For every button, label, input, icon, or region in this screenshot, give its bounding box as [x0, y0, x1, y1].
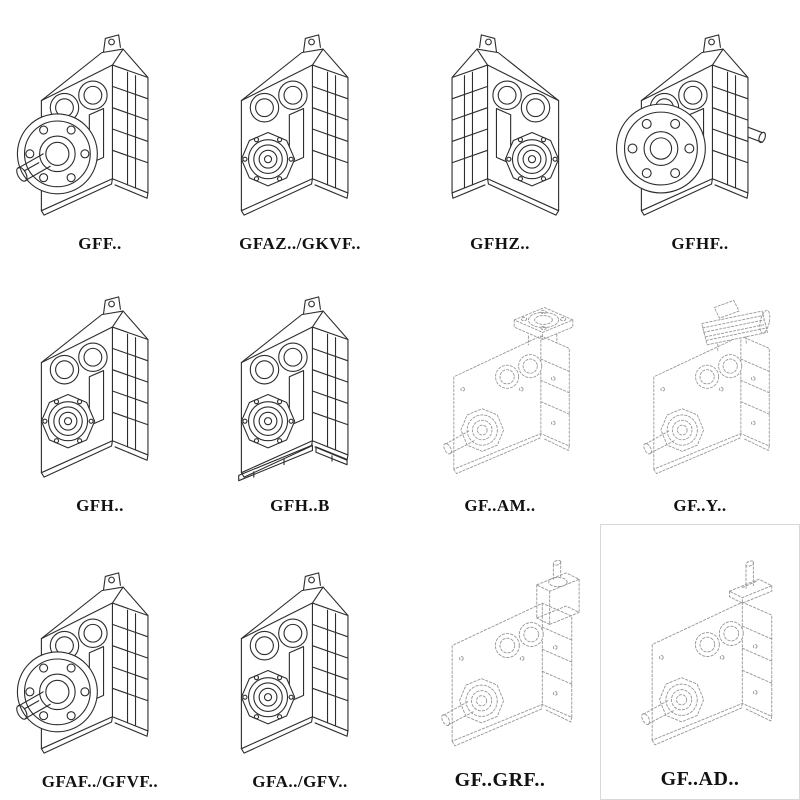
gearbox-drawing-motor-adapter-flange — [441, 307, 574, 475]
model-label: GFHZ.. — [470, 234, 530, 253]
catalog-cell-gf-grf: GF..GRF.. — [400, 524, 600, 800]
gearbox-drawing-hollow-shaft — [240, 572, 349, 754]
catalog-cell-gfa-gfv: GFA../GFV.. — [200, 524, 400, 800]
model-label: GFH.. — [76, 496, 124, 515]
catalog-cell-gff: GFF.. — [0, 0, 200, 262]
model-label: GF..GRF.. — [454, 769, 546, 791]
model-label: GFH..B — [270, 496, 330, 515]
gearbox-drawing-hollow-shaft-mirrored — [451, 34, 560, 216]
model-label: GF..AD.. — [660, 768, 740, 790]
catalog-cell-gfh-b: GFH..B — [200, 262, 400, 524]
model-label: GF..Y.. — [673, 496, 727, 515]
model-label: GFAZ../GKVF.. — [239, 234, 361, 253]
catalog-cell-gf-ad: GF..AD.. — [600, 524, 800, 800]
catalog-cell-gf-y: GF..Y.. — [600, 262, 800, 524]
gearbox-drawing-with-motor — [641, 299, 773, 475]
catalog-cell-gfhf: GFHF.. — [600, 0, 800, 262]
catalog-cell-gfaz-gkvf: GFAZ../GKVF.. — [200, 0, 400, 262]
gearbox-drawing-face-flange — [615, 34, 768, 216]
catalog-cell-gf-am: GF..AM.. — [400, 262, 600, 524]
gearbox-drawing-hollow-shaft — [240, 34, 349, 216]
catalog-cell-gfh: GFH.. — [0, 262, 200, 524]
gearbox-drawing-input-adapter — [439, 558, 580, 747]
gearbox-drawing-output-flange — [14, 34, 149, 216]
model-label: GFA../GFV.. — [252, 772, 348, 791]
gearbox-drawing-foot-mounted — [238, 296, 349, 482]
model-label: GFAF../GFVF.. — [41, 772, 159, 791]
gearbox-drawing-output-flange — [14, 572, 149, 754]
catalog-cell-gfhz: GFHZ.. — [400, 0, 600, 262]
gearbox-drawing-hollow-shaft — [40, 296, 149, 478]
model-label: GFF.. — [78, 234, 122, 253]
model-label: GFHF.. — [671, 234, 729, 253]
catalog-cell-gfaf-gfvf: GFAF../GFVF.. — [0, 524, 200, 800]
model-label: GF..AM.. — [464, 496, 536, 515]
gearbox-drawing-top-input-shaft — [639, 559, 773, 746]
